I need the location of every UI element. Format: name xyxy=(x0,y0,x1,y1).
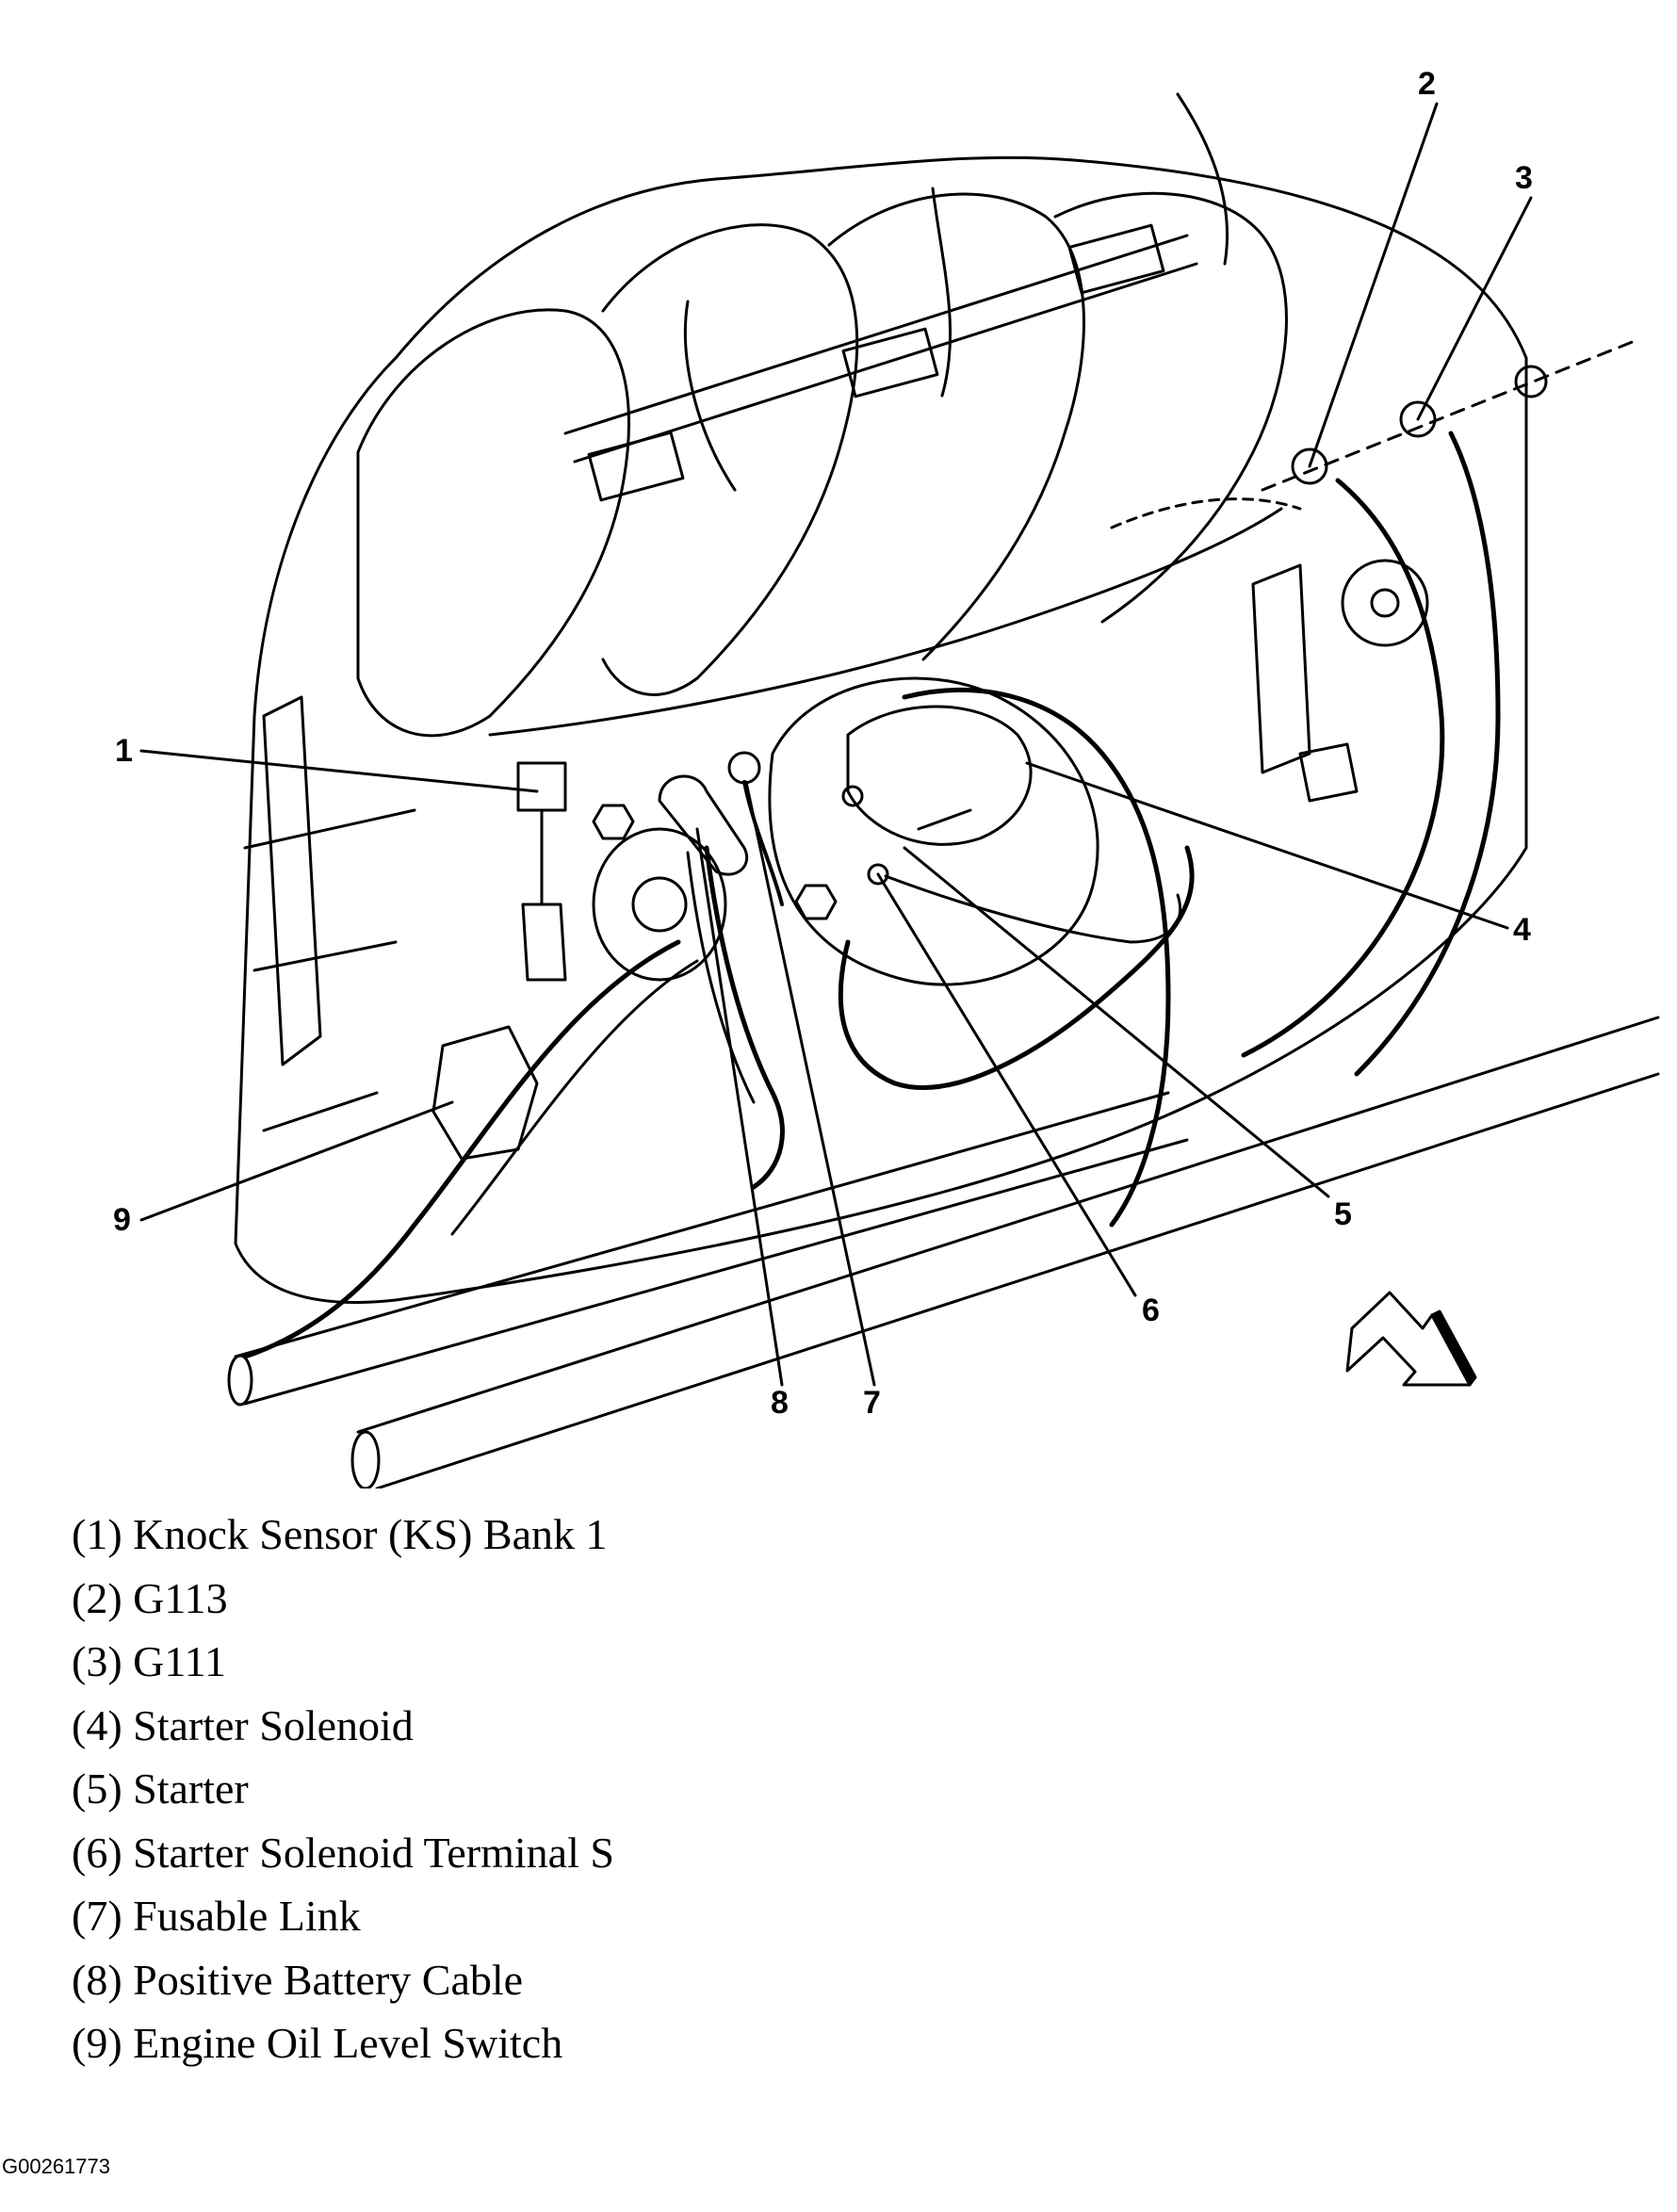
tube-end-1 xyxy=(227,1354,253,1407)
starter-body xyxy=(768,676,1099,986)
left-bracket xyxy=(262,695,322,1066)
knock-sensor-connector xyxy=(521,903,567,982)
harness-upper-1 xyxy=(684,300,737,492)
callout-2: 2 xyxy=(1418,66,1436,102)
legend-item-oil-level-switch: (9) Engine Oil Level Switch xyxy=(72,2019,563,2067)
harness-loop-center xyxy=(838,845,1195,1090)
solenoid-bolt xyxy=(917,808,972,831)
lower-tube-2 xyxy=(356,1016,1660,1434)
injector-1 xyxy=(587,431,685,502)
nut-1 xyxy=(592,804,635,840)
engine-diagram: 1 2 3 4 5 6 7 8 9 xyxy=(113,66,1660,1488)
injector-2 xyxy=(841,327,939,398)
positive-battery-cable xyxy=(704,845,785,1190)
leader-4 xyxy=(1025,761,1509,930)
leader-3 xyxy=(1416,196,1533,421)
callout-1: 1 xyxy=(115,733,133,769)
leader-7 xyxy=(744,780,876,1387)
pulley xyxy=(1341,559,1429,647)
legend-item-starter-solenoid: (4) Starter Solenoid xyxy=(72,1700,414,1749)
lower-tube-1 xyxy=(234,1091,1170,1358)
leader-8 xyxy=(695,827,784,1387)
ground-g113-eyelet xyxy=(1291,447,1328,485)
terminal-s-wire xyxy=(884,874,1181,944)
harness-main xyxy=(902,688,1171,1228)
legend-list: (1) Knock Sensor (KS) Bank 1 (2) G113 (3… xyxy=(72,1503,614,2075)
ground-cable-2 xyxy=(1354,431,1501,1077)
callout-4: 4 xyxy=(1513,912,1531,948)
fusable-link-wire xyxy=(742,780,784,906)
connector-right xyxy=(1298,742,1359,803)
fuel-rail xyxy=(563,234,1189,435)
intake-runner-2 xyxy=(601,223,859,696)
figure-id: G00261773 xyxy=(2,2155,110,2178)
fusable-link-eyelet xyxy=(727,751,761,785)
legend-item-g113: (2) G113 xyxy=(72,1573,228,1622)
ground-stud-line xyxy=(1261,337,1641,492)
manifold-base xyxy=(488,507,1283,737)
callout-9: 9 xyxy=(113,1202,131,1238)
intake-runner-4 xyxy=(1053,191,1288,624)
intake-runner-3 xyxy=(827,192,1085,661)
direction-arrow-icon xyxy=(1345,1291,1477,1387)
tube-end-2 xyxy=(350,1430,381,1488)
ground-g111-eyelet xyxy=(1399,400,1437,438)
callout-3: 3 xyxy=(1515,160,1533,196)
terminal-s-eyelet xyxy=(867,863,889,886)
knock-sensor xyxy=(516,761,567,812)
leader-9 xyxy=(139,1100,454,1222)
lower-tube-1b xyxy=(243,1138,1189,1406)
solenoid-terminal-stud xyxy=(841,785,864,807)
legend-item-starter: (5) Starter xyxy=(72,1765,249,1813)
legend-item-terminal-s: (6) Starter Solenoid Terminal S xyxy=(72,1828,614,1877)
callout-8: 8 xyxy=(771,1385,789,1421)
legend-item-g111: (3) G111 xyxy=(72,1637,226,1685)
starter-nose-hub xyxy=(631,876,688,933)
harness-loop-left-inner xyxy=(450,959,699,1236)
manifold-base-dashed xyxy=(1110,497,1302,529)
battery-cable-eyelet xyxy=(658,774,749,876)
nut-2 xyxy=(794,884,838,920)
fuel-rail-lower xyxy=(573,262,1198,464)
starter-nose xyxy=(592,827,727,982)
lower-tube-2b xyxy=(375,1072,1660,1488)
positive-battery-cable-outer xyxy=(686,851,756,1104)
ground-stud xyxy=(1514,365,1548,398)
legend-item-fusable-link: (7) Fusable Link xyxy=(72,1892,361,1940)
harness-loop-left xyxy=(242,939,681,1359)
legend-item-knock-sensor: (1) Knock Sensor (KS) Bank 1 xyxy=(72,1510,608,1558)
oil-level-switch xyxy=(431,1025,539,1161)
leader-6 xyxy=(876,872,1137,1297)
injector-3 xyxy=(1067,223,1165,295)
starter-solenoid xyxy=(846,705,1033,846)
callout-6: 6 xyxy=(1142,1293,1160,1328)
legend-item-battery-cable: (8) Positive Battery Cable xyxy=(72,1955,524,2004)
leader-1 xyxy=(139,749,539,793)
left-frame xyxy=(243,808,416,1132)
harness-upper-2 xyxy=(931,187,952,398)
callout-5: 5 xyxy=(1334,1196,1352,1232)
callout-7: 7 xyxy=(863,1385,881,1421)
leader-5 xyxy=(903,846,1330,1198)
harness-upper-3 xyxy=(1176,92,1229,266)
pulley-hub xyxy=(1370,588,1400,618)
right-bracket xyxy=(1251,563,1311,774)
ground-cable-1 xyxy=(1241,478,1445,1058)
intake-runner-1 xyxy=(356,308,630,738)
leader-2 xyxy=(1308,102,1439,468)
engine-block-outline xyxy=(234,155,1528,1304)
